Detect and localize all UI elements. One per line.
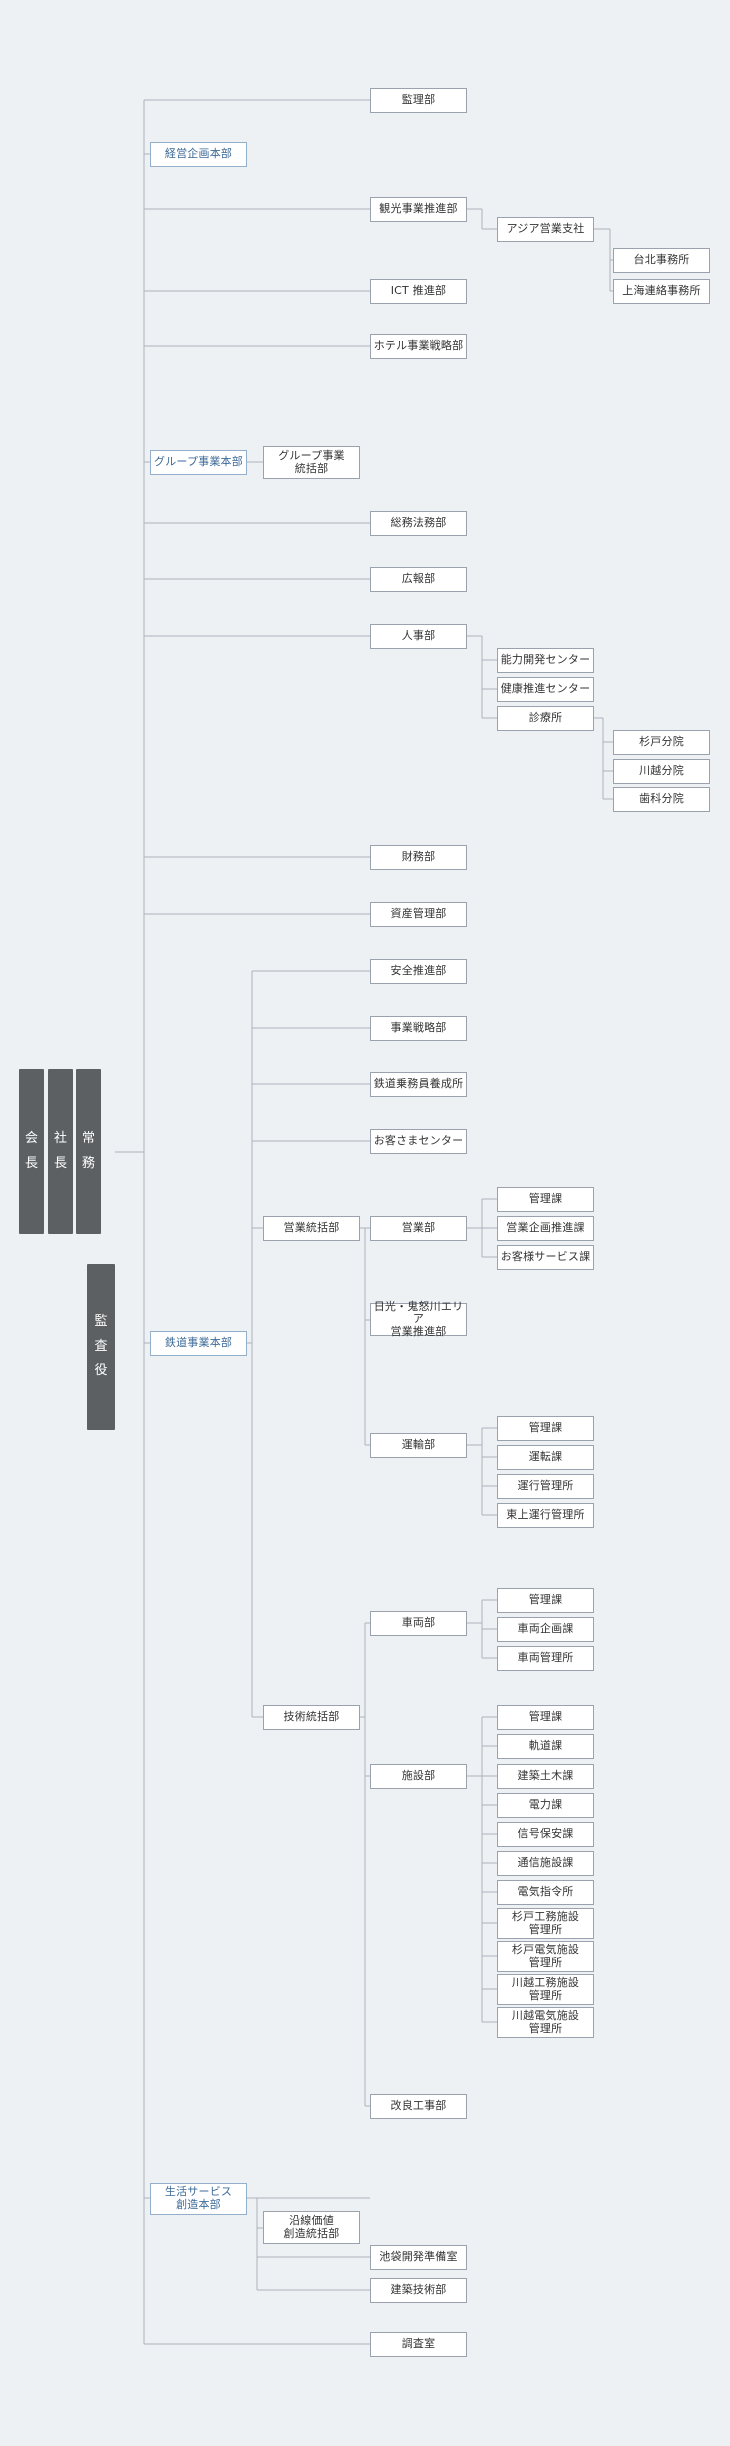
- facilities-admin-section: 管理課: [497, 1705, 594, 1730]
- sales-control: 営業統括部: [263, 1216, 360, 1241]
- dept-improvement-works: 改良工事部: [370, 2094, 467, 2119]
- dept-hr: 人事部: [370, 624, 467, 649]
- dept-facilities: 施設部: [370, 1764, 467, 1789]
- dept-business-strategy: 事業戦略部: [370, 1016, 467, 1041]
- asia-branch: アジア営業支社: [497, 217, 594, 242]
- sugito-electric-office: 杉戸電気施設 管理所: [497, 1941, 594, 1972]
- dept-sales: 営業部: [370, 1216, 467, 1241]
- dept-ict: ICT 推進部: [370, 279, 467, 304]
- dept-asset: 資産管理部: [370, 902, 467, 927]
- auditor-box: 監 査 役: [87, 1264, 115, 1430]
- rolling-admin-section: 管理課: [497, 1588, 594, 1613]
- dept-tourism: 観光事業推進部: [370, 197, 467, 222]
- sales-admin-section: 管理課: [497, 1187, 594, 1212]
- shanghai-office: 上海連絡事務所: [613, 279, 710, 304]
- dept-general-legal: 総務法務部: [370, 511, 467, 536]
- dept-transport: 運輸部: [370, 1433, 467, 1458]
- power-section: 電力課: [497, 1793, 594, 1818]
- health-center: 健康推進センター: [497, 677, 594, 702]
- transport-admin-section: 管理課: [497, 1416, 594, 1441]
- research-office: 調査室: [370, 2332, 467, 2357]
- civil-section: 建築土木課: [497, 1764, 594, 1789]
- managing-director-box: 常 務: [76, 1069, 101, 1234]
- chairman-box: 会 長: [19, 1069, 44, 1234]
- crew-training-school: 鉄道乗務員養成所: [370, 1072, 467, 1097]
- communication-section: 通信施設課: [497, 1851, 594, 1876]
- hq-railway-business: 鉄道事業本部: [150, 1331, 247, 1356]
- kawagoe-electric-office: 川越電気施設 管理所: [497, 2007, 594, 2038]
- traffic-control: 運行管理所: [497, 1474, 594, 1499]
- dental-branch-clinic: 歯科分院: [613, 787, 710, 812]
- rolling-planning-section: 車両企画課: [497, 1617, 594, 1642]
- kawagoe-branch-clinic: 川越分院: [613, 759, 710, 784]
- operation-section: 運転課: [497, 1445, 594, 1470]
- capability-center: 能力開発センター: [497, 648, 594, 673]
- kawagoe-works-office: 川越工務施設 管理所: [497, 1974, 594, 2005]
- line-value-control: 沿線価値 創造統括部: [263, 2211, 360, 2244]
- dept-group-control: グループ事業 統括部: [263, 446, 360, 479]
- dept-hotel: ホテル事業戦略部: [370, 334, 467, 359]
- customer-service-section: お客様サービス課: [497, 1245, 594, 1270]
- nikko-area-dept: 日光・鬼怒川エリア 営業推進部: [370, 1300, 467, 1338]
- ikebukuro-prep-office: 池袋開発準備室: [370, 2245, 467, 2270]
- taipei-office: 台北事務所: [613, 248, 710, 273]
- president-box: 社 長: [48, 1069, 73, 1234]
- hq-corporate-planning: 経営企画本部: [150, 142, 247, 167]
- rolling-management-office: 車両管理所: [497, 1646, 594, 1671]
- dept-rolling-stock: 車両部: [370, 1611, 467, 1636]
- dept-pr: 広報部: [370, 567, 467, 592]
- signal-section: 信号保安課: [497, 1822, 594, 1847]
- dept-finance: 財務部: [370, 845, 467, 870]
- clinic: 診療所: [497, 706, 594, 731]
- hq-group-business: グループ事業本部: [150, 450, 247, 475]
- electric-command: 電気指令所: [497, 1880, 594, 1905]
- sales-planning-section: 営業企画推進課: [497, 1216, 594, 1241]
- track-section: 軌道課: [497, 1734, 594, 1759]
- customer-center: お客さまセンター: [370, 1129, 467, 1154]
- technical-control: 技術統括部: [263, 1705, 360, 1730]
- tojo-traffic-control: 東上運行管理所: [497, 1503, 594, 1528]
- sugito-works-office: 杉戸工務施設 管理所: [497, 1908, 594, 1939]
- dept-building-tech: 建築技術部: [370, 2278, 467, 2303]
- dept-audit: 監理部: [370, 88, 467, 113]
- sugito-branch-clinic: 杉戸分院: [613, 730, 710, 755]
- dept-safety: 安全推進部: [370, 959, 467, 984]
- hq-life-service: 生活サービス 創造本部: [150, 2183, 247, 2215]
